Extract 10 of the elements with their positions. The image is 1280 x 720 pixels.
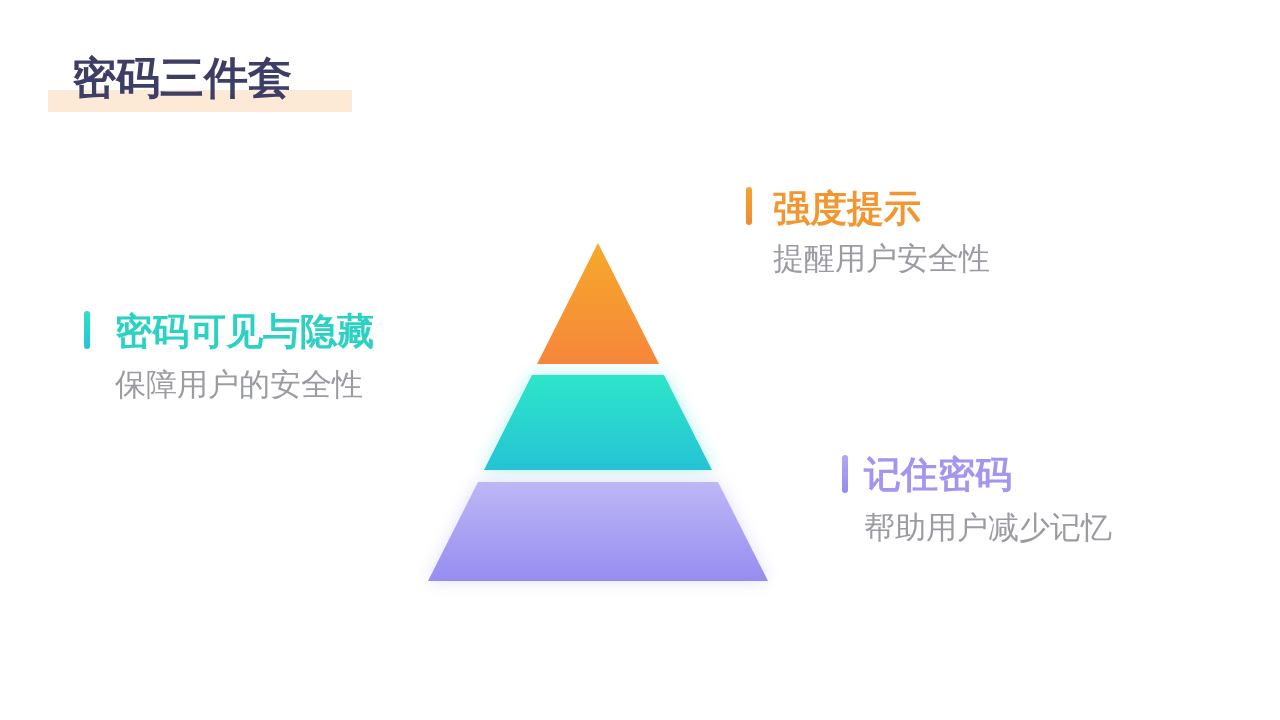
feature-heading: 记住密码 bbox=[864, 454, 1012, 497]
feature-description: 帮助用户减少记忆 bbox=[864, 510, 1112, 546]
feature-heading: 强度提示 bbox=[773, 188, 921, 231]
title: 密码三件套 bbox=[72, 53, 292, 104]
feature-description: 保障用户的安全性 bbox=[115, 367, 363, 403]
feature-description: 提醒用户安全性 bbox=[773, 241, 990, 277]
pyramid-middle-tier bbox=[484, 375, 712, 470]
pyramid-bottom-tier bbox=[428, 482, 768, 581]
feature-heading: 密码可见与隐藏 bbox=[115, 311, 374, 354]
pyramid-apex-triangle bbox=[537, 243, 659, 364]
